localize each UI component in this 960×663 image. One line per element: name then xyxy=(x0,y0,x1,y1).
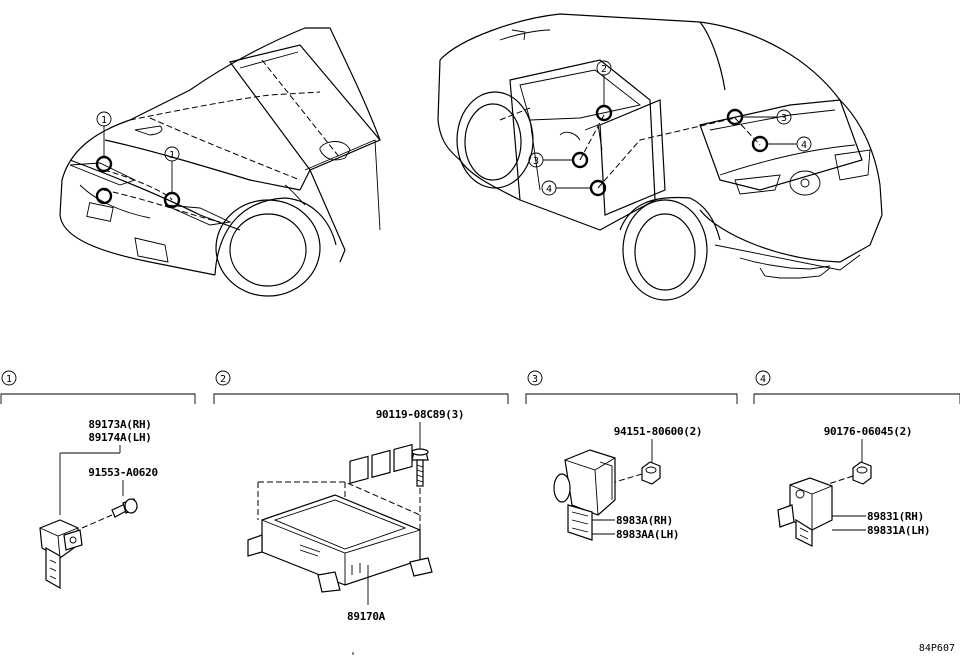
side-sensor-nut-drawing xyxy=(641,461,661,485)
section-2: 2 90119-08C89(3) xyxy=(213,370,509,655)
part-89174A: 89174A(LH) xyxy=(88,431,151,444)
callout-3-hatch: 3 xyxy=(781,113,787,124)
callout-2-rear: 2 xyxy=(601,64,607,75)
part-91553: 91553-A0620 xyxy=(88,466,158,479)
part-94151: 94151-80600(2) xyxy=(614,425,703,438)
part-8983A: 8983A(RH) xyxy=(616,514,673,527)
callout-1a-circle xyxy=(96,111,112,127)
diagram-reference-code: 84P607 xyxy=(919,643,955,654)
module-bolt-drawing xyxy=(411,448,429,487)
rear-impact-sensor-drawing xyxy=(777,477,833,547)
part-89170A: 89170A xyxy=(347,610,386,623)
callout-1a: 1 xyxy=(101,115,107,126)
part-89831: 89831(RH) xyxy=(867,510,924,523)
airbag-module-drawing xyxy=(247,443,433,655)
section-2-number: 2 xyxy=(220,374,226,385)
rear-sensor-nut-drawing xyxy=(852,461,872,485)
callout-4-hatch: 4 xyxy=(801,140,807,151)
section-3: 3 94151-80600(2) 8983A(RH) 8983AA(LH) xyxy=(525,370,738,541)
front-impact-sensor-drawing xyxy=(39,498,138,590)
callout-1b-circle xyxy=(164,146,180,162)
part-8983AA: 8983AA(LH) xyxy=(616,528,679,541)
section-4: 4 90176-06045(2) 89831(RH) 89831A(LH) xyxy=(753,370,960,547)
rear-car-illustration: 2 3 4 3 4 xyxy=(437,13,883,301)
part-89173A: 89173A(RH) xyxy=(88,418,151,431)
front-car-illustration: 1 1 xyxy=(59,27,381,297)
section-1: 1 89173A(RH) 89174A(LH) 91553-A0620 xyxy=(0,370,196,590)
callout-1b: 1 xyxy=(169,150,175,161)
section-1-number: 1 xyxy=(6,374,12,385)
part-90176: 90176-06045(2) xyxy=(824,425,913,438)
part-89831A: 89831A(LH) xyxy=(867,524,930,537)
section-3-number: 3 xyxy=(532,374,538,385)
side-impact-sensor-drawing xyxy=(553,449,616,541)
part-90119: 90119-08C89(3) xyxy=(376,408,465,421)
section-4-number: 4 xyxy=(760,374,766,385)
callout-3-rear: 3 xyxy=(533,156,539,167)
callout-4-rear: 4 xyxy=(546,184,552,195)
